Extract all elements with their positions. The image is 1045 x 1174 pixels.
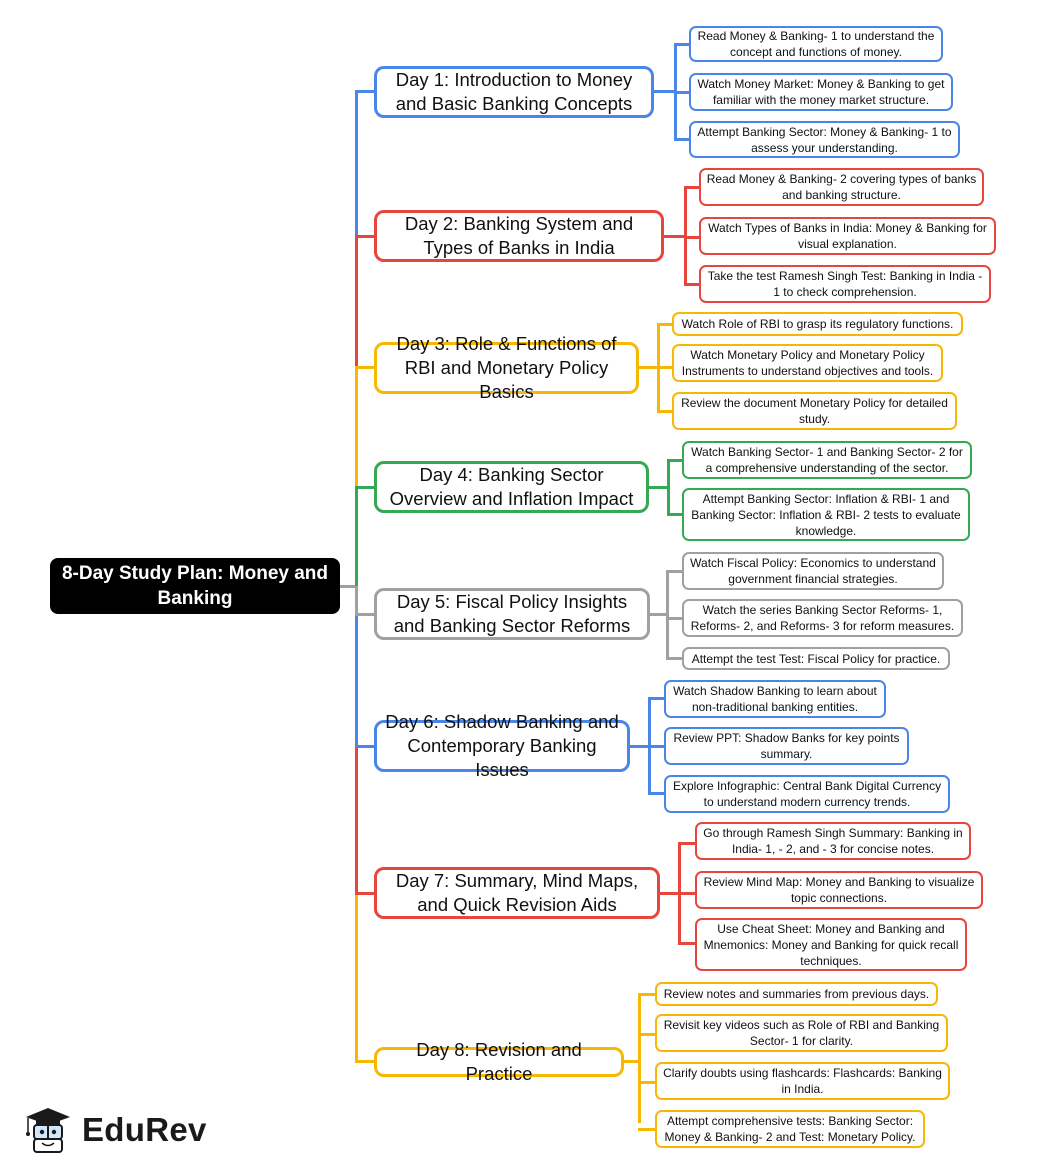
trunk-segment xyxy=(355,237,358,368)
day-2-node: Day 2: Banking System and Types of Banks… xyxy=(374,210,664,262)
day-connector xyxy=(355,235,375,238)
brand-name: EduRev xyxy=(82,1111,207,1148)
day-5-node: Day 5: Fiscal Policy Insights and Bankin… xyxy=(374,588,650,640)
trunk-segment xyxy=(355,586,358,615)
task-item: Watch Types of Banks in India: Money & B… xyxy=(699,217,996,255)
trunk-segment xyxy=(355,894,358,1063)
task-item: Watch Money Market: Money & Banking to g… xyxy=(689,73,953,111)
branch-connector xyxy=(674,138,690,141)
task-item: Attempt comprehensive tests: Banking Sec… xyxy=(655,1110,925,1148)
task-item: Watch Banking Sector- 1 and Banking Sect… xyxy=(682,441,972,479)
edurev-logo: EduRev xyxy=(22,1105,207,1155)
task-item: Watch Monetary Policy and Monetary Polic… xyxy=(672,344,943,382)
task-item: Explore Infographic: Central Bank Digita… xyxy=(664,775,950,813)
branch-connector xyxy=(667,513,683,516)
branch-connector xyxy=(666,570,683,573)
branch-connector xyxy=(667,459,683,462)
branch-connector xyxy=(654,90,676,93)
branch-connector xyxy=(674,91,690,94)
day-4-node: Day 4: Banking Sector Overview and Infla… xyxy=(374,461,649,513)
task-item: Review notes and summaries from previous… xyxy=(655,982,938,1006)
branch-connector xyxy=(649,486,669,489)
root-node-title: 8-Day Study Plan: Money and Banking xyxy=(50,558,340,614)
task-item: Attempt the test Test: Fiscal Policy for… xyxy=(682,647,950,670)
task-item: Watch Shadow Banking to learn about non-… xyxy=(664,680,886,718)
task-item: Watch the series Banking Sector Reforms-… xyxy=(682,599,963,637)
task-item: Watch Fiscal Policy: Economics to unders… xyxy=(682,552,944,590)
task-item: Read Money & Banking- 2 covering types o… xyxy=(699,168,984,206)
task-item: Go through Ramesh Singh Summary: Banking… xyxy=(695,822,971,860)
branch-connector xyxy=(648,697,665,700)
branch-connector xyxy=(638,1128,656,1131)
branch-connector xyxy=(657,410,673,413)
trunk-segment xyxy=(355,615,358,747)
day-connector xyxy=(355,613,375,616)
branch-connector xyxy=(666,617,683,620)
branch-connector xyxy=(638,993,656,996)
day-connector xyxy=(355,1060,375,1063)
branch-connector xyxy=(674,43,690,46)
day-connector xyxy=(355,745,375,748)
branch-connector xyxy=(684,283,700,286)
branch-spine xyxy=(667,459,670,515)
trunk-segment xyxy=(355,90,358,237)
trunk-segment xyxy=(355,747,358,894)
day-connector xyxy=(355,366,375,369)
branch-connector xyxy=(678,942,696,945)
graduation-cap-book-mascot-icon xyxy=(26,1108,70,1153)
day-8-node: Day 8: Revision and Practice xyxy=(374,1039,624,1084)
branch-connector xyxy=(648,745,665,748)
branch-connector xyxy=(666,657,683,660)
task-item: Review Mind Map: Money and Banking to vi… xyxy=(695,871,983,909)
branch-connector xyxy=(657,323,673,326)
task-item: Watch Role of RBI to grasp its regulator… xyxy=(672,312,963,336)
task-item: Review PPT: Shadow Banks for key points … xyxy=(664,727,909,765)
day-1-node: Day 1: Introduction to Money and Basic B… xyxy=(374,66,654,118)
branch-connector xyxy=(624,1060,640,1063)
branch-connector xyxy=(639,366,659,369)
task-item: Review the document Monetary Policy for … xyxy=(672,392,957,430)
task-item: Attempt Banking Sector: Money & Banking-… xyxy=(689,121,960,158)
day-7-node: Day 7: Summary, Mind Maps, and Quick Rev… xyxy=(374,867,660,919)
branch-connector xyxy=(664,235,686,238)
branch-connector xyxy=(638,1081,656,1084)
day-connector xyxy=(355,892,375,895)
task-item: Read Money & Banking- 1 to understand th… xyxy=(689,26,943,62)
branch-connector xyxy=(678,842,696,845)
branch-connector xyxy=(684,186,700,189)
branch-connector xyxy=(657,366,673,369)
day-connector xyxy=(355,90,375,93)
root-connector xyxy=(340,585,357,588)
branch-spine xyxy=(684,186,687,285)
day-3-node: Day 3: Role & Functions of RBI and Monet… xyxy=(374,333,639,402)
branch-connector xyxy=(638,1033,656,1036)
branch-connector xyxy=(684,236,700,239)
branch-connector xyxy=(650,613,668,616)
task-item: Revisit key videos such as Role of RBI a… xyxy=(655,1014,948,1052)
trunk-segment xyxy=(355,488,358,586)
task-item: Clarify doubts using flashcards: Flashca… xyxy=(655,1062,950,1100)
day-connector xyxy=(355,486,375,489)
task-item: Take the test Ramesh Singh Test: Banking… xyxy=(699,265,991,303)
branch-spine xyxy=(666,570,669,660)
branch-spine xyxy=(638,993,641,1123)
trunk-segment xyxy=(355,368,358,488)
branch-connector xyxy=(660,892,680,895)
branch-connector xyxy=(678,892,696,895)
task-item: Use Cheat Sheet: Money and Banking and M… xyxy=(695,918,967,971)
branch-connector xyxy=(630,745,650,748)
day-6-node: Day 6: Shadow Banking and Contemporary B… xyxy=(374,711,630,780)
branch-connector xyxy=(648,792,665,795)
task-item: Attempt Banking Sector: Inflation & RBI-… xyxy=(682,488,970,541)
